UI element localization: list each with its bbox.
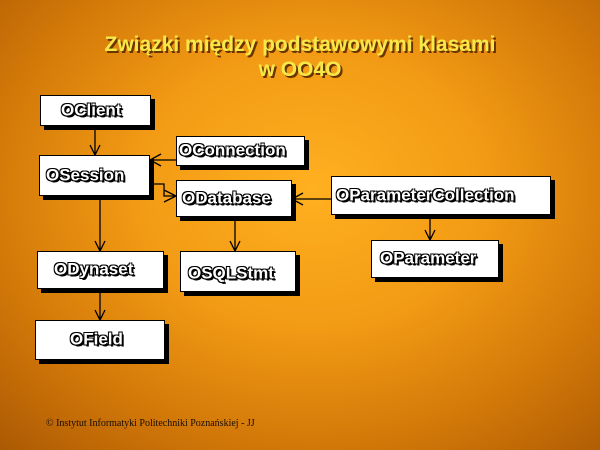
slide-title-line2: w OO4O: [258, 58, 342, 81]
class-label-oparameter: OParameter: [380, 248, 477, 268]
link-oparametercollection-odatabase: [290, 192, 331, 206]
class-label-odatabase: ODatabase: [182, 188, 271, 208]
class-box-oclient[interactable]: OClient: [40, 95, 151, 126]
class-box-osession[interactable]: OSession: [39, 155, 150, 196]
class-box-oparameter[interactable]: OParameter: [371, 240, 499, 278]
slide-title-line1: Związki między podstawowymi klasami: [104, 33, 496, 56]
class-box-odynaset[interactable]: ODynaset: [37, 251, 164, 289]
class-label-osession: OSession: [46, 165, 125, 185]
class-label-osqlstmt: OSQLStmt: [188, 263, 274, 283]
link-odatabase-osqlstmt: [229, 217, 241, 253]
copyright-footer: © Instytut Informatyki Politechniki Pozn…: [46, 418, 255, 429]
class-box-oparametercollection[interactable]: OParameterCollection: [331, 176, 551, 215]
class-box-oconnection[interactable]: OConnection: [176, 136, 305, 166]
class-label-oconnection: OConnection: [179, 140, 286, 160]
link-odynaset-ofield: [94, 289, 106, 322]
link-oclient-osession: [89, 126, 101, 157]
link-osession-odatabase: [150, 183, 178, 203]
link-osession-odynaset: [94, 196, 106, 253]
link-oparametercollection-oparameter: [424, 215, 436, 242]
class-label-odynaset: ODynaset: [54, 259, 134, 279]
class-box-osqlstmt[interactable]: OSQLStmt: [180, 251, 296, 292]
class-label-ofield: OField: [70, 329, 123, 349]
slide-title: Związki między podstawowymi klasami w OO…: [0, 32, 600, 82]
class-label-oparametercollection: OParameterCollection: [336, 185, 515, 205]
class-box-ofield[interactable]: OField: [35, 320, 165, 360]
link-osession-oconnection: [148, 153, 176, 167]
class-box-odatabase[interactable]: ODatabase: [176, 180, 292, 217]
class-label-oclient: OClient: [61, 100, 122, 120]
